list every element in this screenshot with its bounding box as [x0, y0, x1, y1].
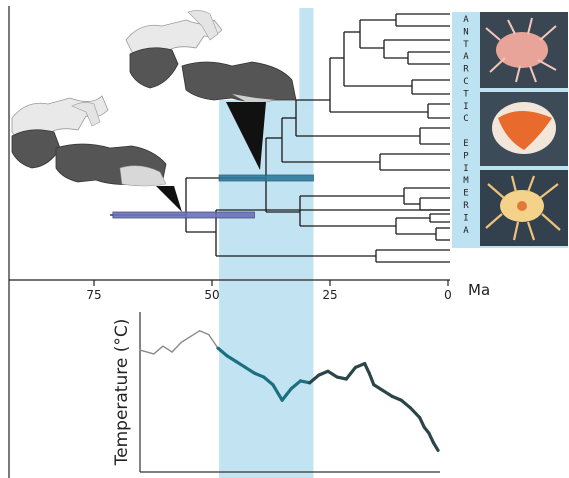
- temperature-segment: [418, 415, 426, 429]
- temperature-segment: [363, 361, 371, 375]
- temperature-axis-title: Temperature (°C): [112, 319, 132, 467]
- axis-tick-label: 50: [204, 288, 219, 302]
- temperature-segment: [408, 406, 422, 420]
- temperature-segment: [153, 345, 164, 355]
- clade-letter: C: [463, 77, 468, 87]
- temperature-segment: [208, 333, 219, 349]
- clade-letter: R: [463, 65, 469, 75]
- temperature-segment: [381, 388, 394, 398]
- temperature-segment: [171, 341, 182, 353]
- temperature-segment: [326, 369, 339, 379]
- continent-map-icon: [11, 95, 182, 212]
- clade-letter: A: [463, 52, 469, 62]
- axis-tick-label: 25: [322, 288, 337, 302]
- temperature-segment: [162, 345, 173, 353]
- amphipod-photo-2: [480, 92, 568, 166]
- clade-letter: C: [463, 114, 468, 124]
- temperature-segment: [253, 371, 266, 379]
- clade-letter: I: [463, 102, 468, 112]
- temperature-segment: [317, 369, 330, 377]
- temperature-segment: [189, 330, 201, 338]
- clade-letter: E: [463, 189, 468, 199]
- clade-letter: P: [463, 151, 469, 161]
- temperature-segment: [308, 373, 321, 385]
- temperature-segment: [234, 360, 248, 370]
- continent-map-icon: [125, 10, 297, 170]
- temperature-segment: [367, 371, 376, 387]
- temperature-segment: [271, 383, 284, 402]
- temperature-segment: [139, 349, 155, 355]
- axis-unit-label: Ma: [468, 281, 490, 299]
- axis-tick-label: 75: [86, 288, 101, 302]
- temperature-segment: [372, 383, 385, 393]
- clade-letter: A: [463, 15, 469, 25]
- temperature-segment: [180, 335, 192, 344]
- axis-tick-label: 0: [444, 288, 452, 302]
- temperature-segment: [344, 365, 358, 381]
- temperature-segment: [390, 394, 403, 402]
- temperature-segment: [262, 375, 275, 387]
- clade-letter: M: [463, 176, 469, 186]
- temperature-segment: [198, 330, 210, 336]
- temperature-segment: [427, 431, 436, 445]
- temperature-segment: [353, 361, 367, 370]
- clade-letter: T: [463, 40, 469, 50]
- oligocene-band: [299, 8, 314, 108]
- temperature-segment: [399, 398, 413, 410]
- temperature-segment: [289, 379, 303, 391]
- antarctic-node-bar: [218, 174, 314, 182]
- temperature-segment: [225, 354, 238, 364]
- temperature-segment: [431, 441, 440, 452]
- temperature-segment: [216, 346, 229, 358]
- clade-letter: T: [463, 89, 469, 99]
- clade-letter: I: [463, 213, 468, 223]
- amphipod-photo-3: [480, 170, 568, 246]
- temperature-curve: [139, 330, 440, 452]
- clade-letter: R: [463, 201, 469, 211]
- amphipod-photo-1: [480, 12, 568, 88]
- clade-letter: A: [463, 226, 469, 236]
- clade-letter: N: [463, 27, 468, 37]
- temperature-segment: [243, 365, 257, 375]
- crown-node-bar: [112, 211, 255, 219]
- clade-letter: E: [463, 139, 468, 149]
- clade-letter: I: [463, 164, 468, 174]
